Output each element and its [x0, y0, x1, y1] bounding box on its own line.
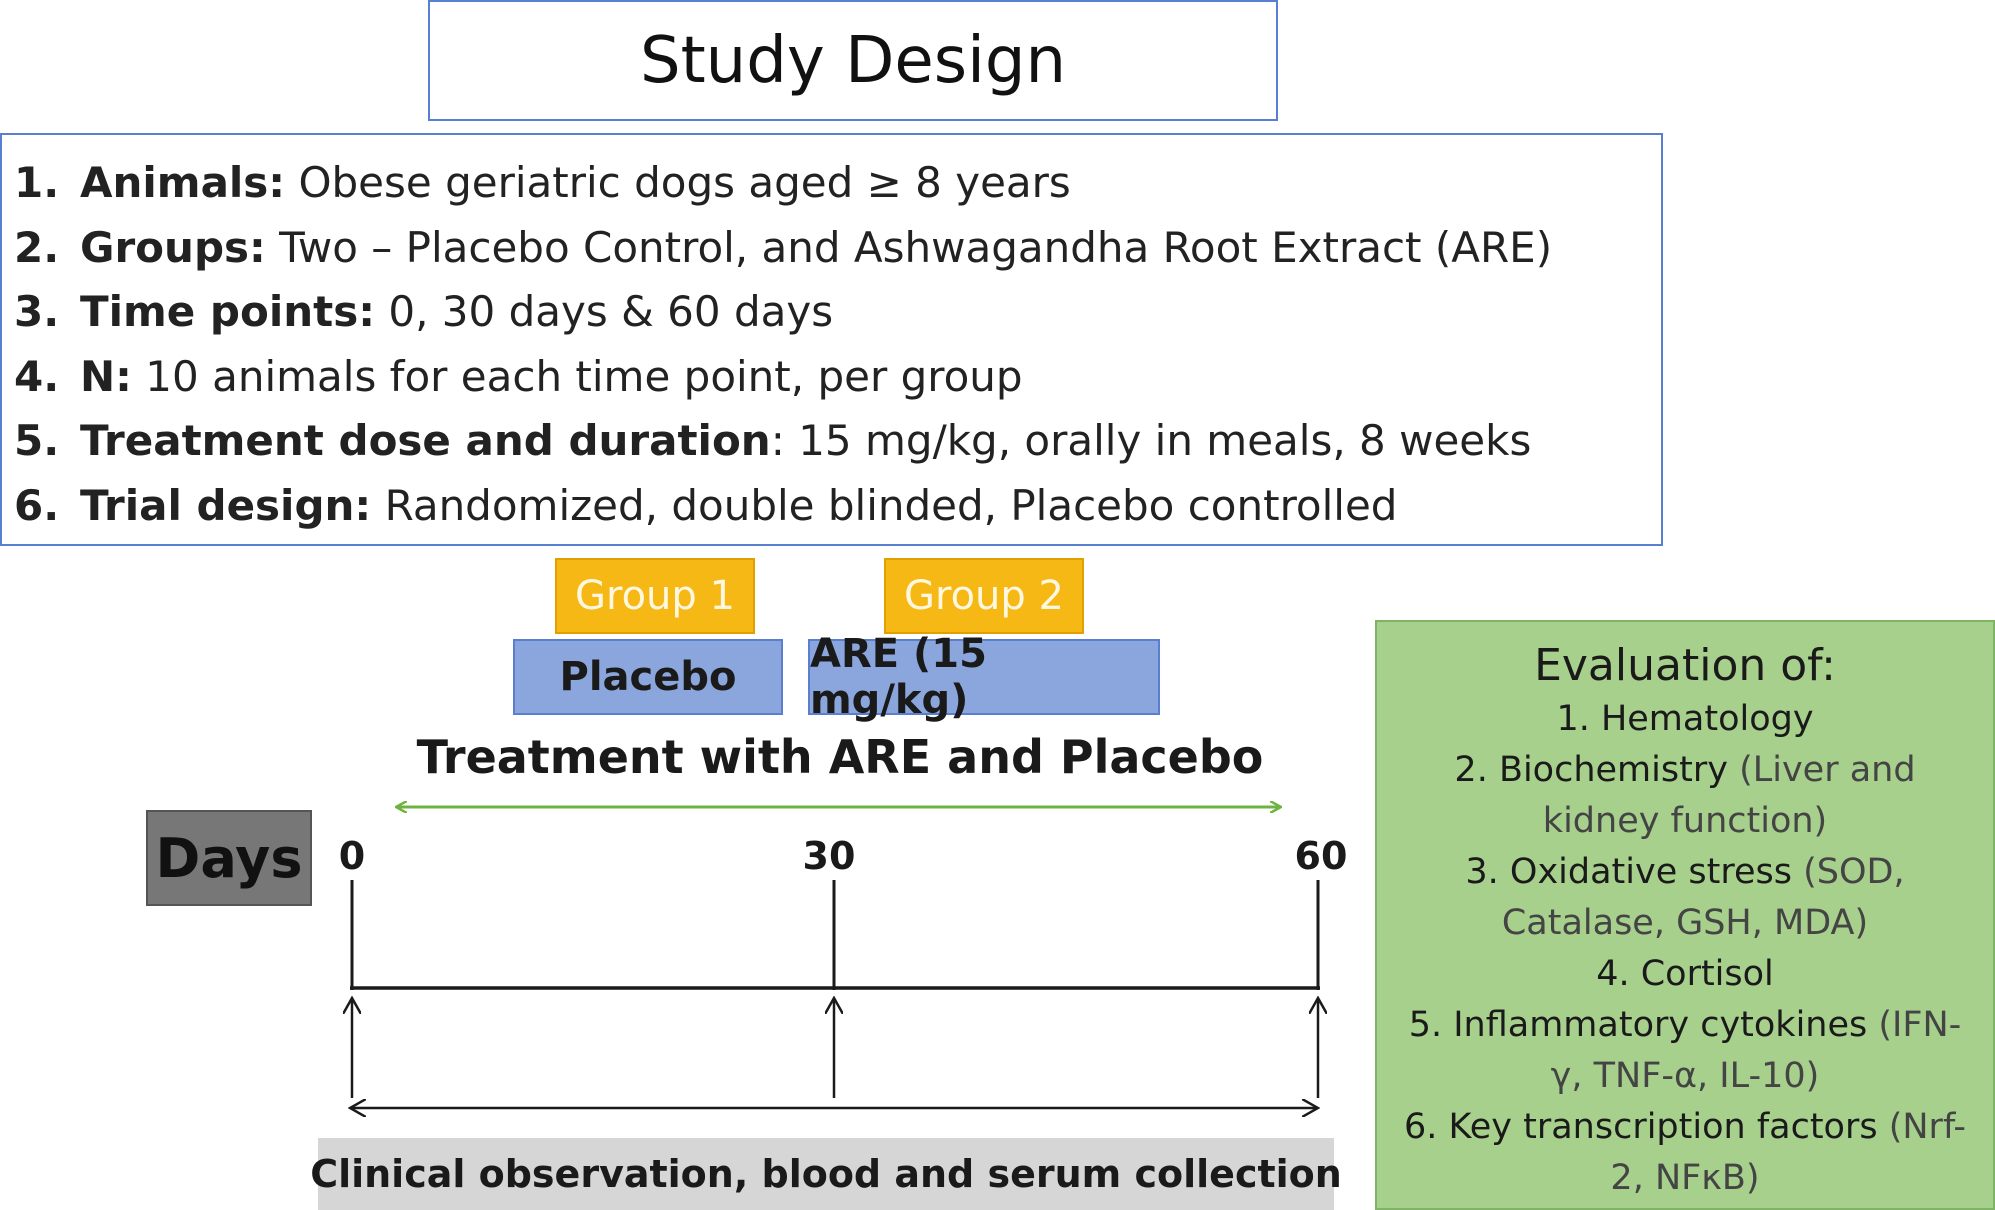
evaluation-item-key: 3. Oxidative stress — [1465, 852, 1792, 892]
evaluation-item-key: 6. Key transcription factors — [1404, 1107, 1878, 1147]
criteria-value: 0, 30 days & 60 days — [375, 287, 834, 336]
tick-label-0: 0 — [338, 834, 366, 878]
criteria-key: N: — [80, 351, 132, 401]
days-axis-label: Days — [146, 810, 312, 906]
evaluation-item-key: 1. Hematology — [1556, 699, 1814, 739]
criteria-value: Randomized, double blinded, Placebo cont… — [371, 480, 1398, 530]
evaluation-item: 3. Oxidative stress (SOD, Catalase, GSH,… — [1377, 847, 1993, 949]
criteria-value: Obese geriatric dogs aged ≥ 8 years — [285, 158, 1071, 207]
criteria-item-time-points: 3. Time points: 0, 30 days & 60 days — [14, 280, 1661, 345]
tick-label-60: 60 — [1294, 834, 1348, 878]
criteria-item-animals: 1. Animals: Obese geriatric dogs aged ≥ 8… — [14, 151, 1661, 216]
criteria-key: Trial design: — [80, 480, 372, 530]
evaluation-item: 1. Hematology — [1377, 694, 1993, 745]
evaluation-item: 5. Inflammatory cytokines (IFN-γ, TNF-α,… — [1377, 1000, 1993, 1102]
evaluation-item-detail: (Liver and kidney function) — [1542, 750, 1916, 841]
criteria-value: 10 animals for each time point, per grou… — [131, 351, 1023, 401]
evaluation-list: 1. Hematology 2. Biochemistry (Liver and… — [1377, 694, 1993, 1204]
evaluation-item-detail: (SOD, Catalase, GSH, MDA) — [1501, 852, 1905, 943]
study-criteria-box: 1. Animals: Obese geriatric dogs aged ≥ 8… — [0, 133, 1663, 546]
criteria-key: Treatment dose and duration — [80, 416, 771, 465]
evaluation-item-detail: (Nrf-2, NFκB) — [1610, 1107, 1966, 1198]
criteria-number: 1. — [14, 158, 60, 207]
criteria-key: Groups: — [80, 222, 266, 272]
treatment-label: Treatment with ARE and Placebo — [416, 730, 1264, 784]
criteria-number: 4. — [14, 351, 60, 401]
placebo-arm-box: Placebo — [513, 639, 783, 715]
criteria-number: 6. — [14, 480, 60, 530]
collection-bar: Clinical observation, blood and serum co… — [310, 1138, 1342, 1210]
criteria-key: Animals: — [80, 158, 286, 207]
are-arm-box: ARE (15 mg/kg) — [808, 631, 1160, 723]
criteria-number: 5. — [14, 416, 60, 465]
evaluation-box: Evaluation of: 1. Hematology 2. Biochemi… — [1375, 620, 1995, 1210]
criteria-number: 3. — [14, 287, 60, 336]
criteria-number: 2. — [14, 222, 60, 272]
evaluation-item-key: 5. Inflammatory cytokines — [1408, 1005, 1868, 1045]
criteria-value: : 15 mg/kg, orally in meals, 8 weeks — [770, 416, 1532, 465]
evaluation-item-detail: (IFN-γ, TNF-α, IL-10) — [1550, 1005, 1962, 1096]
evaluation-item: 6. Key transcription factors (Nrf-2, NFκ… — [1377, 1102, 1993, 1204]
group-2-tag: Group 2 — [884, 558, 1084, 634]
diagram-title: Study Design — [428, 0, 1278, 121]
criteria-item-treatment: 5. Treatment dose and duration: 15 mg/kg,… — [14, 409, 1661, 474]
evaluation-item-key: 2. Biochemistry — [1454, 750, 1728, 790]
criteria-key: Time points: — [80, 287, 376, 336]
criteria-item-n: 4. N: 10 animals for each time point, per… — [14, 345, 1661, 410]
criteria-item-trial-design: 6. Trial design: Randomized, double blind… — [14, 474, 1661, 539]
criteria-item-groups: 2. Groups: Two – Placebo Control, and Ash… — [14, 216, 1661, 281]
group-1-tag: Group 1 — [555, 558, 755, 634]
criteria-value: Two – Placebo Control, and Ashwagandha R… — [265, 222, 1553, 272]
tick-label-30: 30 — [802, 834, 856, 878]
evaluation-item: 4. Cortisol — [1377, 949, 1993, 1000]
evaluation-item: 2. Biochemistry (Liver and kidney functi… — [1377, 745, 1993, 847]
evaluation-item-key: 4. Cortisol — [1596, 954, 1774, 994]
evaluation-title: Evaluation of: — [1534, 640, 1836, 691]
